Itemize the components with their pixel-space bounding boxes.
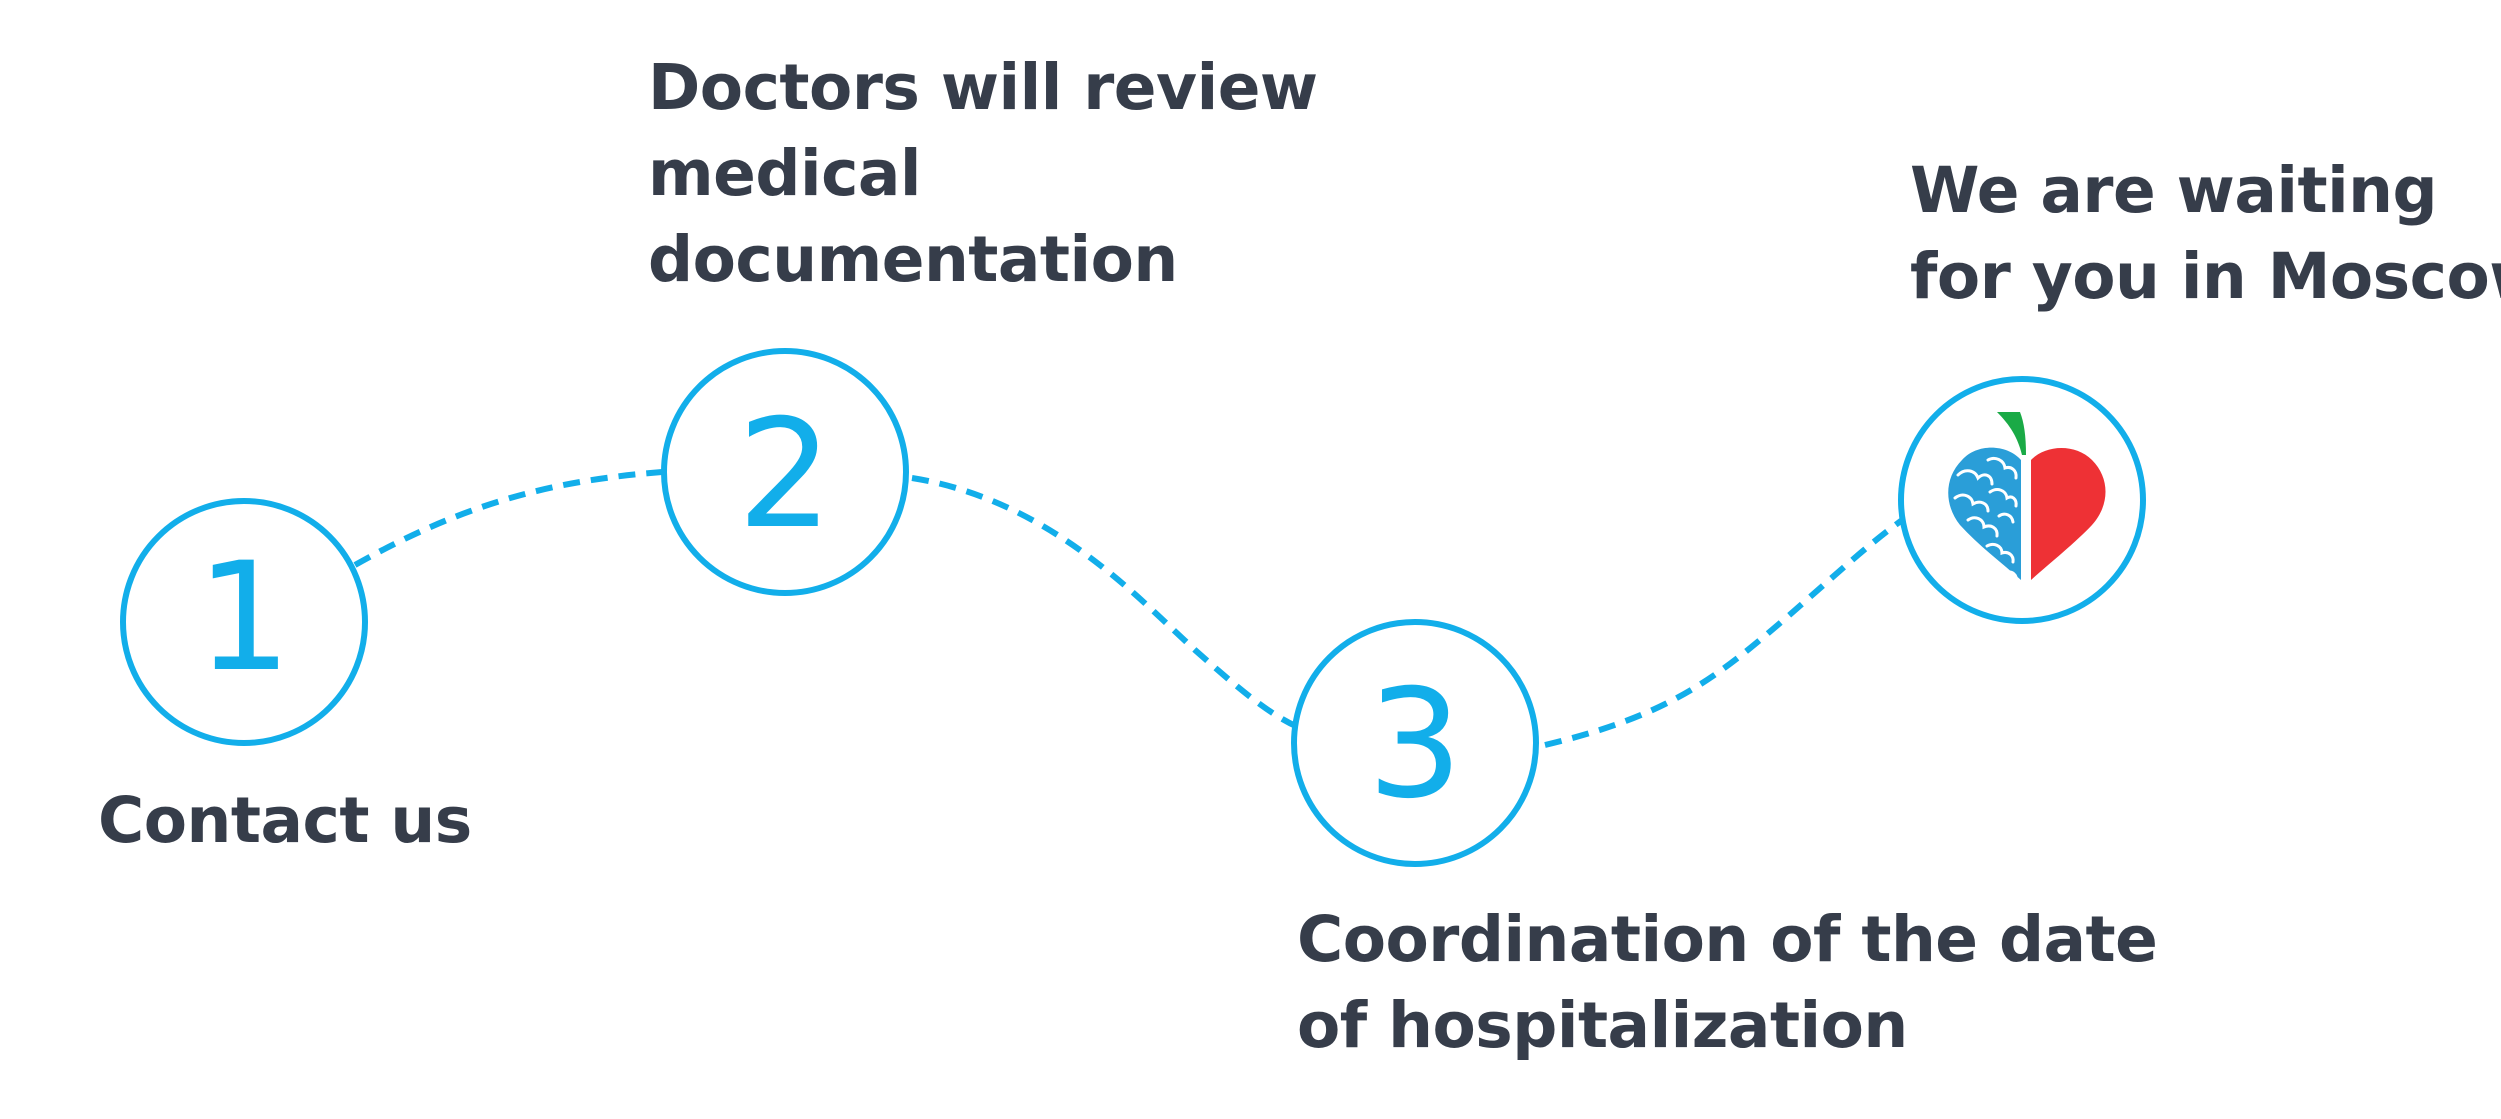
step-4-label-line: We are waiting [1910, 154, 2438, 227]
brain-folds [1953, 456, 2018, 579]
step-3-label-line: of hospitalization [1297, 989, 1908, 1062]
step-2-label-line: Doctors will review [648, 51, 1318, 124]
connector-2-3 [911, 475, 1302, 731]
step-2-label: Doctors will review medical documentatio… [648, 45, 1318, 303]
step-2-label-line: documentation [648, 223, 1178, 296]
brain-left-half [1948, 447, 2021, 580]
step-3-label-line: Coordination of the date [1297, 903, 2158, 976]
connector-3-4 [1544, 515, 1907, 748]
heart-right-half [2031, 447, 2106, 580]
step-3-circle [1291, 619, 1539, 867]
step-4-label: We are waiting for you in Moscow [1910, 148, 2501, 320]
step-1-label-line: Contact us [98, 784, 472, 857]
connector-1-2 [353, 469, 663, 568]
step-1-circle [120, 498, 368, 746]
step-3-number: 3 [1367, 658, 1462, 832]
step-1-number: 1 [196, 531, 291, 705]
step-2-label-line: medical [648, 137, 922, 210]
step-4-circle [1898, 376, 2146, 624]
step-2-number: 2 [737, 388, 832, 562]
heart-brain-logo-icon [1948, 412, 2106, 580]
leaf-icon [1997, 412, 2026, 455]
step-1-label: Contact us [98, 778, 472, 864]
step-2-circle [661, 348, 909, 596]
step-4-label-line: for you in Moscow [1910, 240, 2501, 313]
step-3-label: Coordination of the date of hospitalizat… [1297, 897, 2158, 1069]
